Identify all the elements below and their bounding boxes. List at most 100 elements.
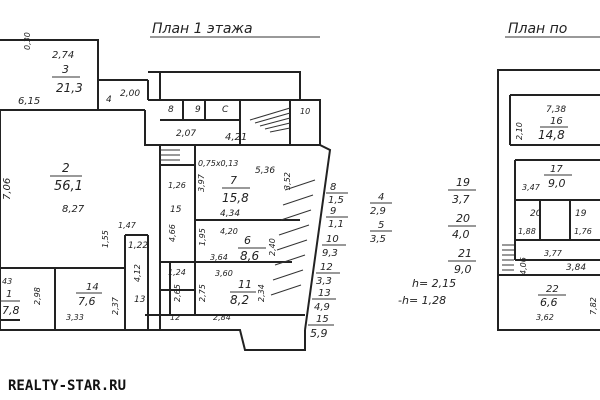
- svg-text:2,37: 2,37: [111, 296, 120, 315]
- svg-text:8: 8: [330, 182, 336, 193]
- svg-text:10: 10: [300, 107, 310, 116]
- svg-text:9,0: 9,0: [454, 263, 472, 276]
- svg-text:4,66: 4,66: [168, 224, 177, 242]
- svg-text:5,9: 5,9: [310, 327, 328, 340]
- svg-text:21: 21: [458, 247, 472, 260]
- svg-text:1,55: 1,55: [101, 230, 110, 248]
- room-11-number: 11: [238, 278, 252, 291]
- svg-text:3,47: 3,47: [522, 183, 541, 192]
- svg-text:1,26: 1,26: [168, 181, 186, 190]
- svg-text:13: 13: [318, 288, 331, 299]
- svg-text:20: 20: [530, 209, 542, 219]
- room-22-area: 6,6: [540, 296, 558, 309]
- svg-text:C: C: [222, 105, 229, 115]
- svg-text:3,5: 3,5: [370, 234, 386, 245]
- svg-text:4,12: 4,12: [133, 264, 142, 282]
- svg-text:15: 15: [170, 205, 182, 215]
- svg-text:2,07: 2,07: [176, 129, 196, 139]
- room-14-number: 14: [86, 282, 99, 293]
- floor2-labels: 7,38 2,10 16 14,8 17 9,0 3,47 20 19 1,88…: [515, 105, 598, 322]
- svg-text:13: 13: [134, 295, 146, 305]
- svg-text:15: 15: [316, 314, 329, 325]
- room-6-number: 6: [244, 234, 251, 247]
- svg-text:5,36: 5,36: [255, 166, 275, 176]
- room-1-area: 7,8: [2, 304, 20, 317]
- room-14-area: 7,6: [78, 295, 96, 308]
- room-16-number: 16: [550, 116, 563, 127]
- svg-text:12: 12: [170, 313, 180, 322]
- svg-text:5: 5: [378, 220, 384, 231]
- svg-text:3,33: 3,33: [66, 313, 84, 322]
- room-7-area: 15,8: [222, 191, 249, 205]
- room-3-area: 21,3: [56, 81, 83, 95]
- watermark: REALTY-STAR.RU: [8, 378, 126, 394]
- svg-text:2,75: 2,75: [198, 284, 207, 302]
- svg-text:1,47: 1,47: [118, 221, 137, 230]
- svg-text:4,9: 4,9: [314, 302, 330, 313]
- room-2-area: 56,1: [54, 179, 83, 194]
- svg-text:9: 9: [195, 105, 201, 115]
- svg-text:h= 2,15: h= 2,15: [412, 277, 456, 290]
- svg-text:8: 8: [168, 105, 174, 115]
- svg-text:0,30: 0,30: [23, 32, 32, 50]
- room-3-number: 3: [62, 63, 69, 76]
- svg-text:9: 9: [330, 206, 336, 217]
- svg-text:10: 10: [326, 234, 339, 245]
- floor1-walls: [0, 39, 332, 351]
- svg-text:43: 43: [2, 277, 12, 286]
- svg-text:4,34: 4,34: [220, 209, 240, 219]
- svg-text:19: 19: [575, 209, 587, 219]
- svg-text:1,5: 1,5: [328, 195, 344, 206]
- room-11-area: 8,2: [230, 293, 249, 307]
- svg-text:4: 4: [106, 95, 112, 105]
- svg-text:3,3: 3,3: [316, 276, 332, 287]
- title-floor1: План 1 этажа: [152, 21, 253, 37]
- svg-text:7,82: 7,82: [589, 297, 598, 315]
- area-list-floor1: 8 1,5 9 1,1 10 9,3 12 3,3 13 4,9 15 5,9 …: [308, 182, 392, 340]
- svg-text:-h= 1,28: -h= 1,28: [398, 294, 446, 307]
- title-floor2: План по: [508, 21, 567, 37]
- svg-text:4,0: 4,0: [452, 228, 470, 241]
- svg-text:3,60: 3,60: [215, 269, 233, 278]
- area-list-floor2: 19 3,7 20 4,0 21 9,0 h= 2,15 -h= 1,28: [398, 176, 476, 307]
- floor1-labels: 2,74 0,30 3 21,3 6,15 2,00 4 2 56,1 7,06…: [0, 32, 310, 322]
- stairs-floor1: [160, 107, 316, 296]
- room-7-number: 7: [230, 174, 237, 187]
- svg-text:12: 12: [320, 262, 333, 273]
- svg-text:2,84: 2,84: [213, 313, 231, 322]
- svg-text:8,27: 8,27: [62, 204, 85, 215]
- svg-text:3,62: 3,62: [536, 313, 554, 322]
- svg-text:3,77: 3,77: [544, 249, 563, 258]
- svg-text:7,06: 7,06: [2, 178, 13, 200]
- svg-text:1,76: 1,76: [574, 227, 592, 236]
- svg-text:9,3: 9,3: [322, 248, 338, 259]
- room-1-number: 1: [6, 289, 12, 300]
- svg-text:1,88: 1,88: [518, 227, 536, 236]
- svg-text:4,20: 4,20: [220, 227, 238, 236]
- svg-text:2,40: 2,40: [268, 238, 277, 256]
- svg-text:2,74: 2,74: [52, 50, 74, 61]
- svg-text:7,38: 7,38: [546, 105, 566, 115]
- svg-text:3,7: 3,7: [452, 193, 470, 206]
- svg-text:3,97: 3,97: [197, 173, 206, 192]
- svg-text:4,21: 4,21: [225, 132, 247, 143]
- svg-text:4,06: 4,06: [519, 257, 528, 275]
- svg-text:1,24: 1,24: [168, 268, 186, 277]
- svg-text:1,1: 1,1: [328, 219, 344, 230]
- room-6-area: 8,6: [240, 249, 259, 263]
- svg-text:19: 19: [456, 176, 470, 189]
- svg-text:2,65: 2,65: [173, 284, 182, 302]
- svg-text:20: 20: [456, 212, 470, 225]
- svg-text:0,75x0,13: 0,75x0,13: [198, 159, 238, 168]
- room-2-number: 2: [62, 161, 70, 175]
- floor2-walls: [497, 69, 600, 331]
- room-17-area: 9,0: [548, 177, 566, 190]
- room-16-area: 14,8: [538, 128, 565, 142]
- svg-text:2,34: 2,34: [257, 284, 266, 302]
- svg-text:2,10: 2,10: [515, 122, 524, 140]
- svg-text:4: 4: [378, 192, 384, 203]
- svg-text:2,9: 2,9: [370, 206, 386, 217]
- svg-text:2,98: 2,98: [33, 287, 42, 305]
